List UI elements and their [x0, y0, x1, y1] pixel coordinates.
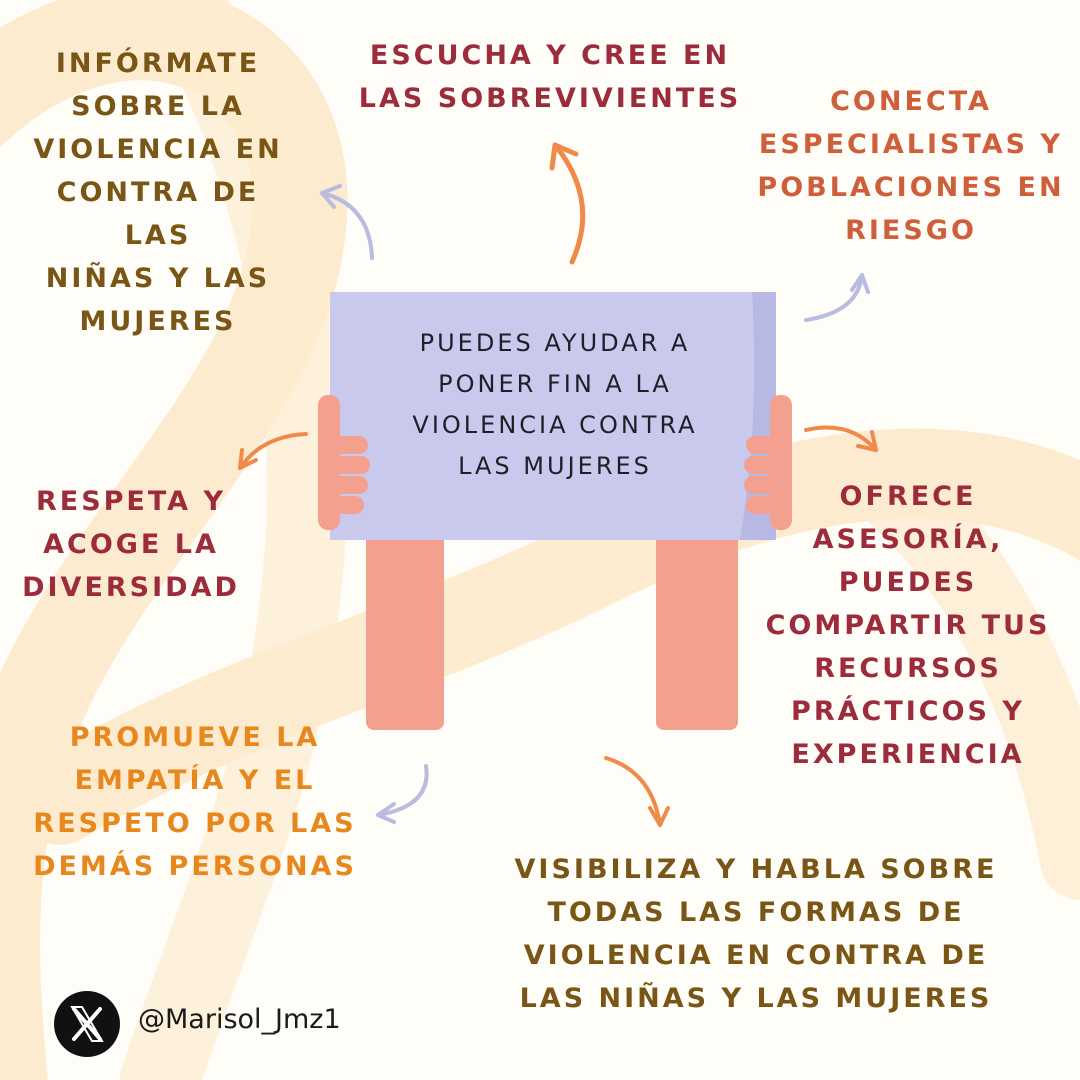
arrow-top-left [320, 184, 374, 260]
tip-escucha: ESCUCHA Y CREE EN LAS SOBREVIVIENTES [358, 40, 742, 114]
sign-message: PUEDES AYUDAR A PONER FIN A LA VIOLENCIA… [412, 329, 698, 480]
x-logo-icon[interactable] [54, 991, 120, 1057]
right-arm [656, 520, 738, 730]
arrow-bottom [604, 756, 670, 827]
right-hand [744, 395, 792, 530]
arrow-right [804, 425, 878, 452]
tip-conecta: CONECTA ESPECIALISTAS Y POBLACIONES EN R… [757, 86, 1065, 246]
arrow-left [238, 432, 308, 470]
arrow-top-right [804, 273, 870, 322]
arrow-top [549, 142, 586, 265]
tip-promueve: PROMUEVE LA EMPATÍA Y EL RESPETO POR LAS… [33, 722, 357, 882]
tip-respeta: RESPETA Y ACOGE LA DIVERSIDAD [22, 486, 240, 603]
left-hand [318, 395, 370, 530]
tip-ofrece: OFRECE ASESORÍA, PUEDES COMPARTIR TUS RE… [765, 481, 1051, 770]
tip-informate: INFÓRMATE SOBRE LA VIOLENCIA EN CONTRA D… [33, 48, 283, 337]
tip-visibiliza: VISIBILIZA Y HABLA SOBRE TODAS LAS FORMA… [514, 854, 998, 1014]
left-arm [366, 520, 444, 730]
author-handle[interactable]: @Marisol_Jmz1 [138, 1004, 341, 1035]
arrow-bottom-left [376, 764, 429, 824]
